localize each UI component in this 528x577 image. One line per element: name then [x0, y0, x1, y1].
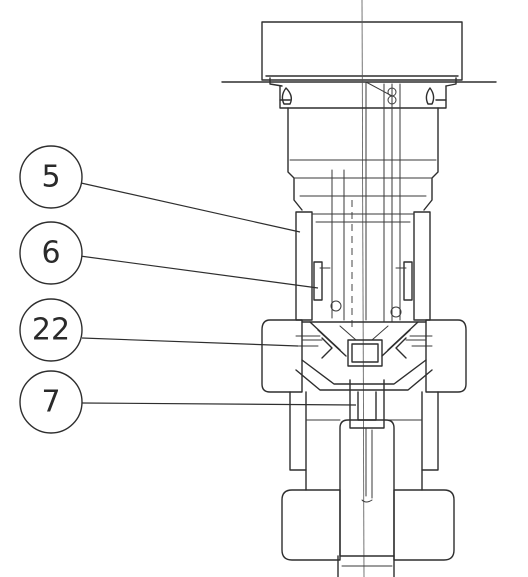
callout-6-label: 6 — [41, 236, 60, 271]
side-bosses — [261, 319, 467, 393]
leader-line-22 — [81, 337, 299, 347]
bottom-blocks — [281, 469, 455, 577]
leader-line-7 — [81, 402, 357, 406]
callout-7: 7 — [19, 370, 83, 434]
callout-7-label: 7 — [41, 385, 60, 420]
top-cap — [261, 21, 463, 87]
lower-body — [289, 359, 439, 471]
callout-5: 5 — [19, 145, 83, 209]
stem — [330, 81, 402, 330]
callout-22: 22 — [19, 298, 83, 362]
callout-22-label: 22 — [32, 313, 70, 348]
center-line — [361, 0, 365, 577]
leader-line-5 — [80, 182, 301, 233]
lower-stem-part-7 — [339, 379, 395, 557]
upper-body — [279, 85, 447, 211]
leader-line-6 — [79, 255, 319, 289]
callout-5-label: 5 — [41, 160, 60, 195]
seat-assembly-part-22 — [295, 321, 433, 367]
callout-6: 6 — [19, 221, 83, 285]
